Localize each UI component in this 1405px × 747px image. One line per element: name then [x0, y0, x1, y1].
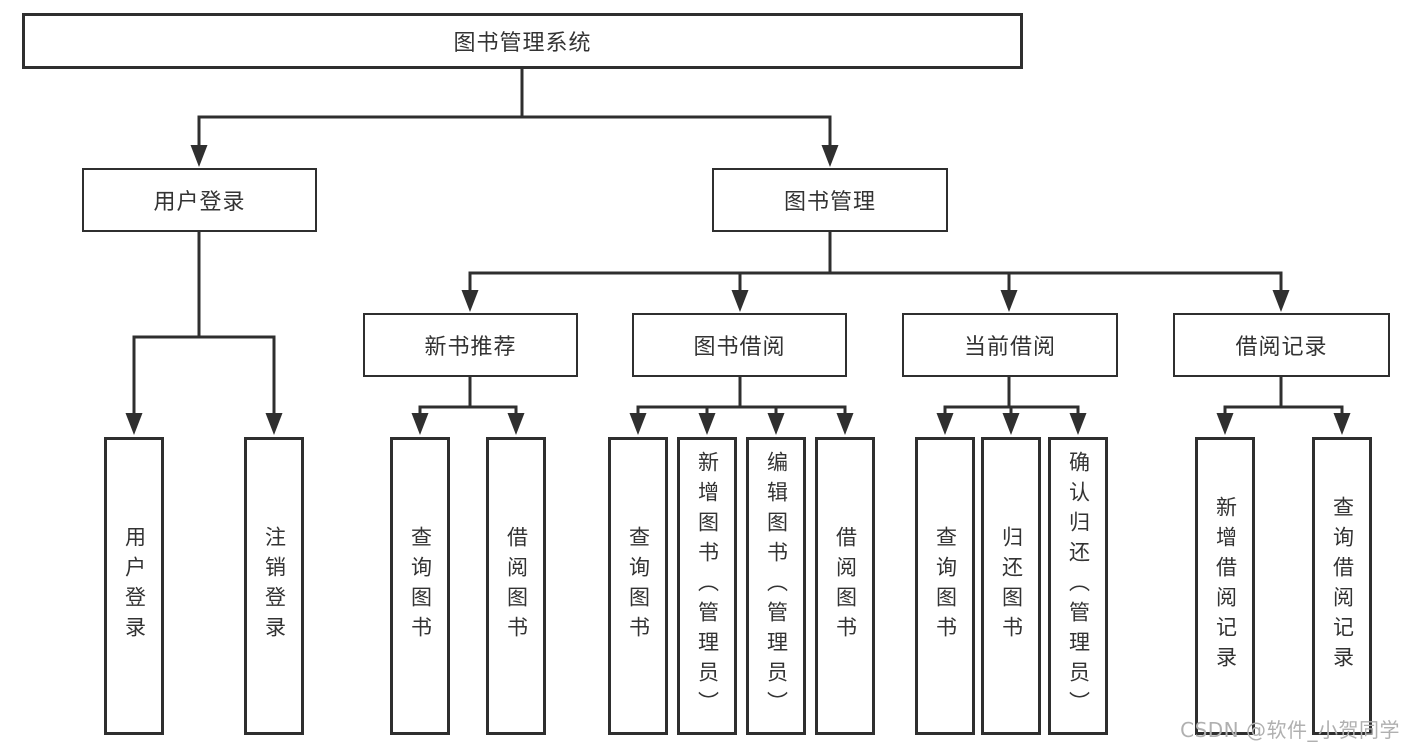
leaf-add-books-admin: 新增图书（管理员）: [677, 437, 737, 735]
leaf-confirm-return-admin: 确认归还（管理员）: [1048, 437, 1108, 735]
watermark-text: CSDN @软件_小贺同学: [1180, 718, 1400, 742]
leaf-add-borrow-record-label: 新增借阅记录: [1213, 496, 1238, 676]
node-borrowing-records-label: 借阅记录: [1235, 335, 1328, 360]
leaf-logout-login: 注销登录: [244, 437, 304, 735]
node-user-login-label: 用户登录: [153, 190, 246, 215]
leaf-query-books-recommend-label: 查询图书: [408, 526, 433, 646]
node-root-label: 图书管理系统: [453, 31, 592, 56]
leaf-return-books: 归还图书: [981, 437, 1041, 735]
leaf-edit-books-admin-label: 编辑图书（管理员）: [764, 451, 789, 721]
leaf-edit-books-admin: 编辑图书（管理员）: [746, 437, 806, 735]
leaf-borrow-books-borrowing: 借阅图书: [815, 437, 875, 735]
node-root-system: 图书管理系统: [22, 13, 1023, 69]
node-book-borrowing: 图书借阅: [632, 313, 847, 377]
leaf-query-borrow-record: 查询借阅记录: [1312, 437, 1372, 735]
node-book-management: 图书管理: [712, 168, 948, 232]
leaf-add-books-admin-label: 新增图书（管理员）: [695, 451, 720, 721]
leaf-borrow-books-recommend: 借阅图书: [486, 437, 546, 735]
leaf-query-books-current-label: 查询图书: [933, 526, 958, 646]
node-borrowing-records: 借阅记录: [1173, 313, 1390, 377]
leaf-query-books-borrowing-label: 查询图书: [626, 526, 651, 646]
leaf-query-books-current: 查询图书: [915, 437, 975, 735]
leaf-borrow-books-borrowing-label: 借阅图书: [833, 526, 858, 646]
leaf-confirm-return-admin-label: 确认归还（管理员）: [1066, 451, 1091, 721]
node-new-book-recommend-label: 新书推荐: [424, 335, 517, 360]
node-user-login: 用户登录: [82, 168, 317, 232]
node-current-borrowing-label: 当前借阅: [963, 335, 1056, 360]
node-new-book-recommend: 新书推荐: [363, 313, 578, 377]
leaf-user-login: 用户登录: [104, 437, 164, 735]
leaf-query-books-recommend: 查询图书: [390, 437, 450, 735]
node-current-borrowing: 当前借阅: [902, 313, 1118, 377]
node-book-borrowing-label: 图书借阅: [693, 335, 786, 360]
leaf-add-borrow-record: 新增借阅记录: [1195, 437, 1255, 735]
leaf-user-login-label: 用户登录: [122, 526, 147, 646]
leaf-query-books-borrowing: 查询图书: [608, 437, 668, 735]
leaf-query-borrow-record-label: 查询借阅记录: [1330, 496, 1355, 676]
node-book-management-label: 图书管理: [783, 190, 876, 215]
leaf-borrow-books-recommend-label: 借阅图书: [504, 526, 529, 646]
leaf-return-books-label: 归还图书: [999, 526, 1024, 646]
leaf-logout-login-label: 注销登录: [262, 526, 287, 646]
